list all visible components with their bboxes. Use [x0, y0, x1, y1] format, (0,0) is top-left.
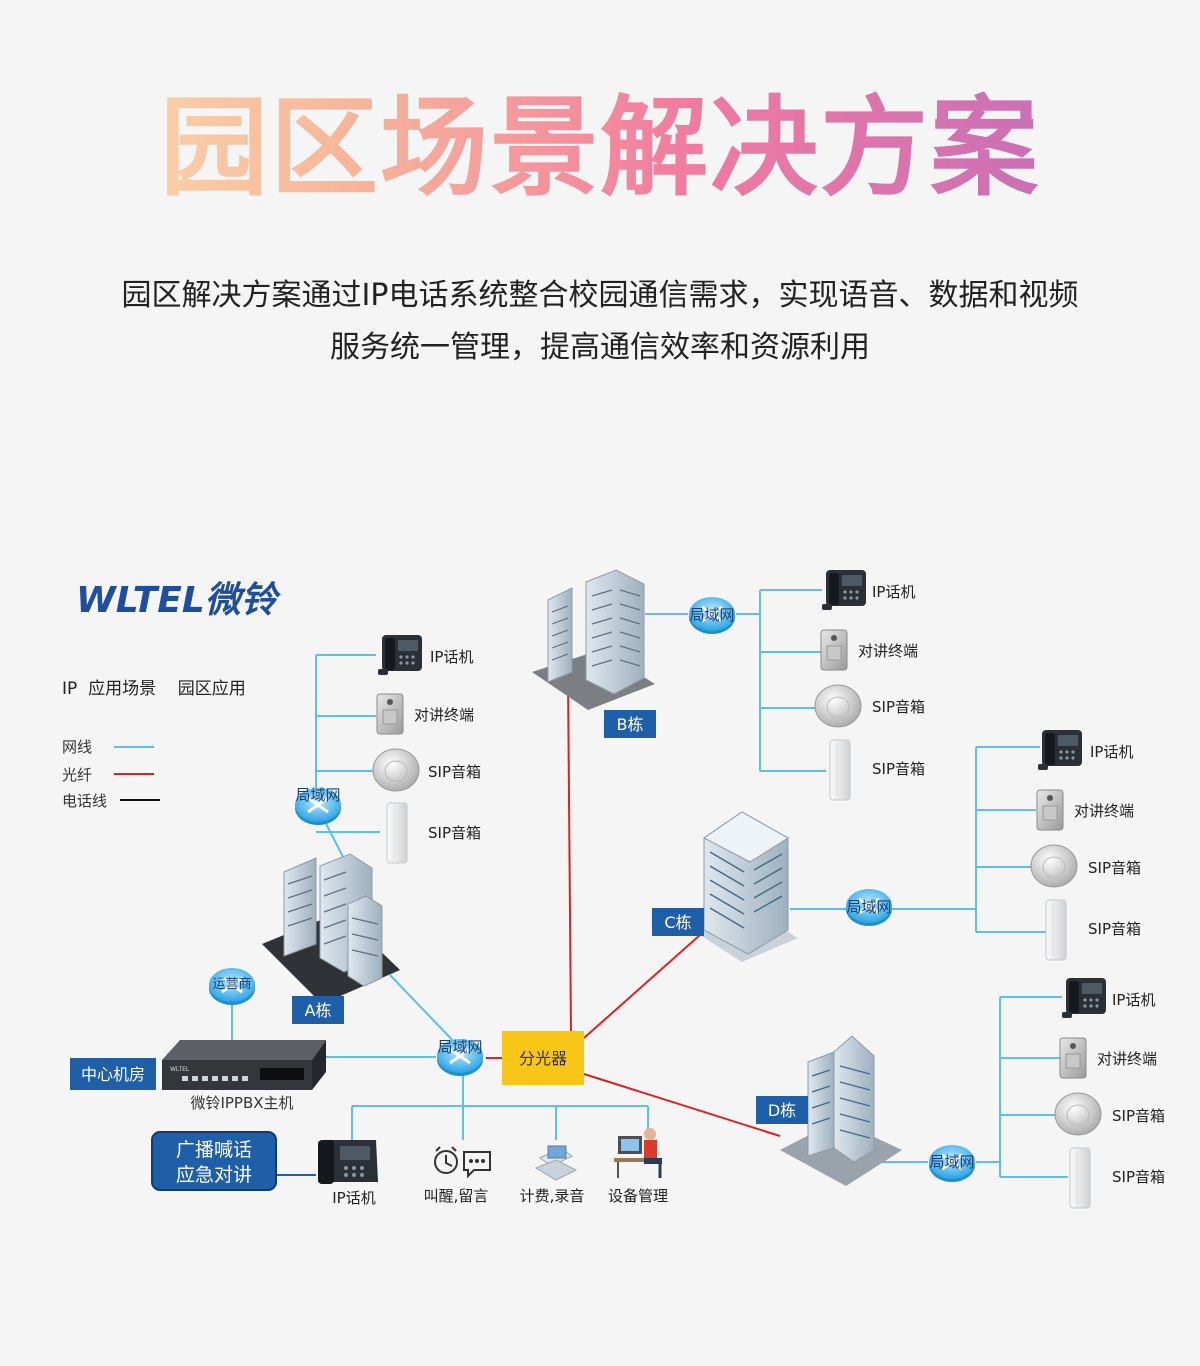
lan-b-label: 局域网	[689, 606, 734, 624]
d-ip-phone-icon	[1062, 978, 1106, 1018]
device-management-label: 设备管理	[608, 1187, 668, 1205]
lan-a-label: 局域网	[295, 786, 340, 804]
building-c-label-bg	[652, 908, 704, 936]
c-ip-phone-label: IP话机	[1090, 743, 1133, 761]
a-column-speaker-icon	[386, 802, 408, 864]
c-speaker-label: SIP音箱	[1088, 859, 1141, 877]
desk-phone-icon	[318, 1140, 378, 1184]
b-ip-phone-icon	[822, 570, 866, 610]
d-column-speaker-label: SIP音箱	[1112, 1168, 1165, 1186]
building-a-icon	[262, 853, 400, 1004]
pbx-server-icon: WLTEL	[162, 1040, 326, 1090]
building-c-label: C栋	[664, 913, 691, 932]
b-intercom-label: 对讲终端	[858, 642, 918, 660]
description-line-2: 服务统一管理，提高通信效率和资源利用	[330, 330, 870, 365]
d-speaker-label: SIP音箱	[1112, 1107, 1165, 1125]
building-b-label: B栋	[617, 715, 644, 734]
building-a-label-bg	[292, 996, 344, 1024]
wakeup-label: 叫醒,留言	[424, 1187, 489, 1205]
building-c-icon	[692, 811, 798, 962]
c-column-speaker-icon	[1045, 899, 1067, 961]
billing-recording-icon	[534, 1145, 578, 1181]
b-speaker-icon	[814, 684, 862, 728]
a-ip-phone-label: IP话机	[430, 648, 473, 666]
b-speaker-label: SIP音箱	[872, 698, 925, 716]
building-b-label-bg	[604, 710, 656, 738]
lan-d: 局域网	[927, 1143, 977, 1184]
d-ip-phone-label: IP话机	[1112, 991, 1155, 1009]
billing-label: 计费,录音	[520, 1187, 585, 1205]
carrier-label: 运营商	[212, 977, 251, 992]
lan-c: 局域网	[844, 887, 894, 928]
d-column-speaker-icon	[1069, 1147, 1091, 1209]
a-ip-phone-icon	[378, 635, 422, 675]
lan-central: 局域网	[435, 1037, 485, 1078]
broadcast-callout-box	[151, 1131, 277, 1191]
c-speaker-icon	[1030, 844, 1078, 888]
legend-cable-label: 网线	[62, 738, 92, 756]
legend-title: IP 应用场景 园区应用	[62, 679, 246, 699]
lan-a: 局域网	[293, 786, 343, 827]
broadcast-callout-line-1: 广播喊话	[176, 1139, 252, 1161]
b-column-speaker-label: SIP音箱	[872, 760, 925, 778]
brand-logo: WLTEL微铃	[76, 580, 282, 621]
c-column-speaker-label: SIP音箱	[1088, 920, 1141, 938]
alarm-message-icon	[434, 1146, 491, 1179]
b-column-speaker-icon	[829, 739, 851, 801]
legend-fiber-label: 光纤	[62, 766, 92, 784]
a-intercom-icon	[376, 693, 404, 735]
broadcast-callout-line-2: 应急对讲	[176, 1164, 252, 1186]
a-column-speaker-label: SIP音箱	[428, 824, 481, 842]
server-room-label: 中心机房	[81, 1065, 145, 1084]
b-ip-phone-label: IP话机	[872, 583, 915, 601]
splitter-label: 分光器	[519, 1049, 567, 1068]
legend-phone-line-label: 电话线	[62, 792, 107, 810]
lan-b: 局域网	[687, 595, 737, 636]
lan-d-label: 局域网	[929, 1153, 974, 1171]
c-intercom-icon	[1036, 789, 1064, 831]
device-management-icon	[614, 1128, 662, 1178]
building-a-label: A栋	[305, 1001, 332, 1020]
description-line-1: 园区解决方案通过IP电话系统整合校园通信需求，实现语音、数据和视频	[121, 278, 1079, 313]
cable-lines	[231, 589, 1068, 1178]
c-ip-phone-icon	[1038, 730, 1082, 770]
network-diagram: WLTEL微铃 IP 应用场景 园区应用 网线 光纤 电话线 B栋	[62, 569, 1165, 1209]
d-intercom-icon	[1059, 1037, 1087, 1079]
building-d-icon	[780, 1035, 902, 1186]
pbx-brand-label: WLTEL	[170, 1066, 190, 1073]
a-speaker-icon	[372, 748, 420, 792]
c-intercom-label: 对讲终端	[1074, 802, 1134, 820]
desk-phone-label: IP话机	[332, 1189, 375, 1207]
carrier-node: 运营商	[207, 966, 257, 1007]
building-d-label-bg	[756, 1096, 808, 1124]
lan-c-label: 局域网	[846, 898, 891, 916]
building-d-label: D栋	[768, 1101, 796, 1120]
server-room-label-bg	[70, 1058, 156, 1090]
b-intercom-icon	[820, 629, 848, 671]
splitter-box	[502, 1031, 584, 1085]
lan-central-label: 局域网	[437, 1038, 482, 1056]
d-speaker-icon	[1054, 1092, 1102, 1136]
building-b-icon	[532, 569, 655, 710]
a-intercom-label: 对讲终端	[414, 706, 474, 724]
a-speaker-label: SIP音箱	[428, 763, 481, 781]
d-intercom-label: 对讲终端	[1097, 1050, 1157, 1068]
fiber-lines	[486, 679, 781, 1137]
pbx-label: 微铃IPPBX主机	[190, 1094, 293, 1112]
page-title: 园区场景解决方案	[0, 84, 1200, 214]
